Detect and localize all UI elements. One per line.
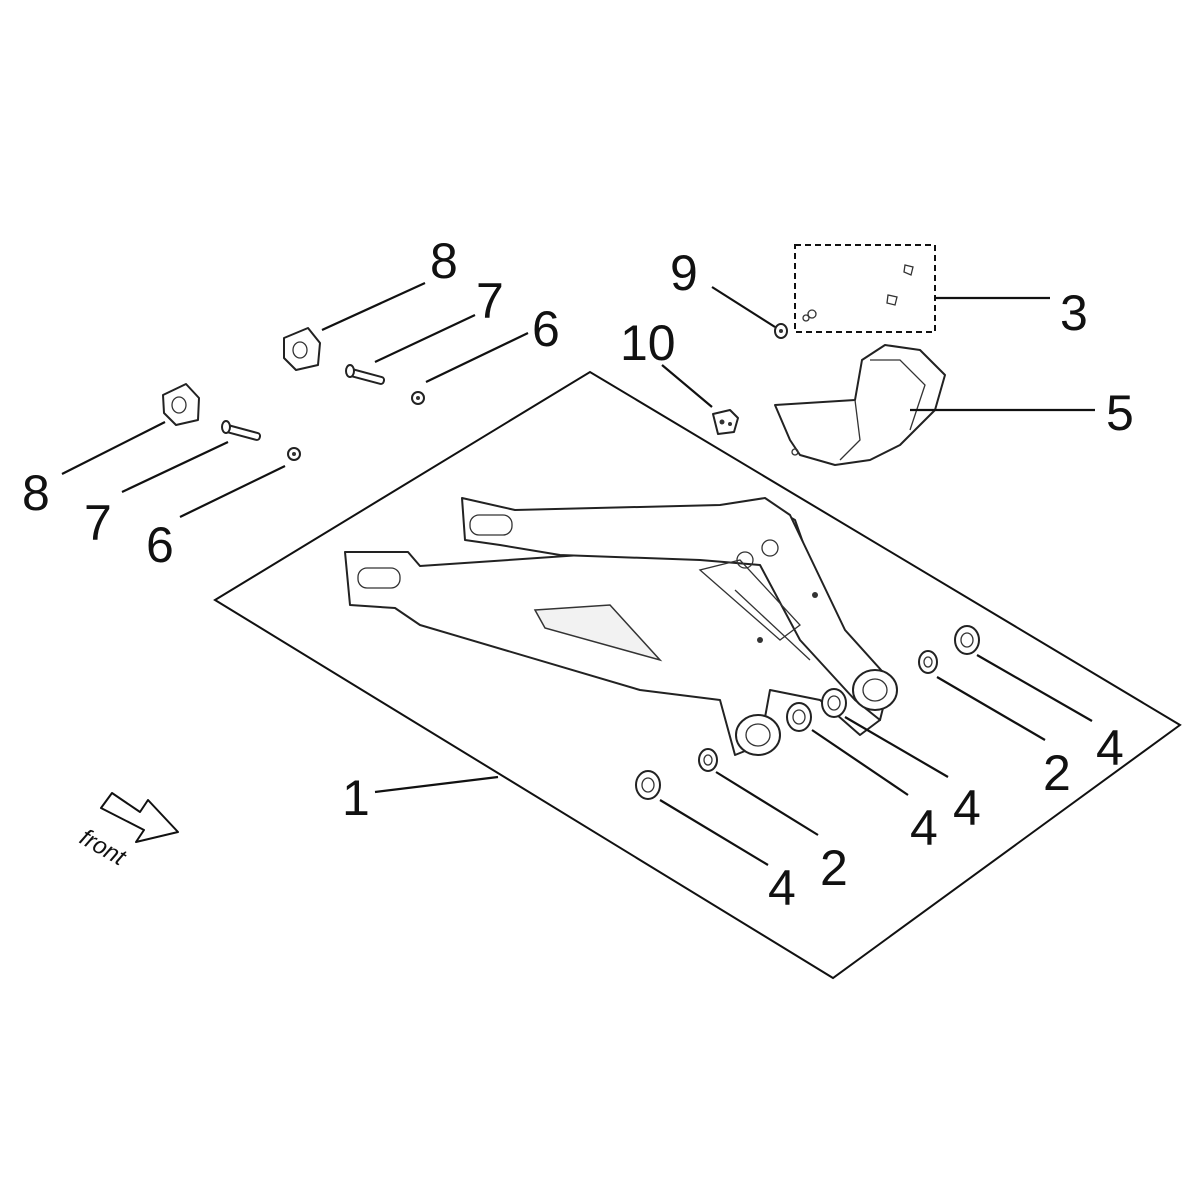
- bearing-part-4-a: [635, 770, 661, 800]
- slider-block-part-8-upper: [283, 327, 321, 371]
- washer-part-9: [774, 323, 788, 339]
- callout-4-d: 4: [1096, 720, 1124, 776]
- callout-2-a: 2: [820, 840, 848, 896]
- leader-2-a: [715, 771, 819, 836]
- bearing-part-4-d: [954, 625, 980, 655]
- callout-9: 9: [670, 245, 698, 301]
- callout-6-lower: 6: [146, 517, 174, 573]
- leader-4-a: [659, 799, 769, 866]
- callout-7-upper: 7: [476, 273, 504, 329]
- leader-8-upper: [321, 281, 426, 332]
- washer-part-2-b: [918, 650, 938, 674]
- clip-part-10: [712, 409, 739, 435]
- bolt-part-7-lower: [221, 420, 262, 441]
- bolt-kit-box: [794, 244, 936, 333]
- washer-part-2-a: [698, 748, 718, 772]
- bearing-part-4-c: [821, 688, 847, 718]
- front-direction-indicator: front: [75, 792, 179, 872]
- callout-8-upper: 8: [430, 233, 458, 289]
- callout-7-lower: 7: [84, 495, 112, 551]
- leader-4-c: [844, 716, 949, 778]
- leader-1: [374, 775, 499, 794]
- leader-7-upper: [374, 314, 476, 363]
- callout-5: 5: [1106, 385, 1134, 441]
- callout-3: 3: [1060, 285, 1088, 341]
- callout-8-lower: 8: [22, 465, 50, 521]
- callout-4-b: 4: [910, 800, 938, 856]
- leader-4-d: [976, 654, 1093, 722]
- leader-6-lower: [179, 465, 286, 518]
- leader-8-lower: [61, 421, 166, 475]
- front-label: front: [75, 824, 131, 872]
- chain-guard-part: [774, 344, 946, 466]
- leader-4-b: [811, 729, 909, 796]
- callout-4-a: 4: [768, 860, 796, 916]
- callout-4-c: 4: [953, 780, 981, 836]
- leader-2-b: [936, 676, 1046, 741]
- swingarm-part: [344, 497, 898, 756]
- leader-7-lower: [121, 441, 229, 493]
- nut-part-6-lower: [287, 447, 301, 461]
- nut-part-6-upper: [411, 391, 425, 405]
- leader-10: [661, 364, 713, 408]
- slider-block-part-8-lower: [162, 383, 200, 426]
- callout-2-b: 2: [1043, 745, 1071, 801]
- assembly-outline-frame: [213, 370, 1182, 980]
- leader-9: [711, 286, 776, 328]
- bolt-part-7-upper: [345, 364, 386, 385]
- front-arrow-icon: [100, 792, 179, 843]
- callout-6-upper: 6: [532, 301, 560, 357]
- callout-1: 1: [342, 770, 370, 826]
- callout-10: 10: [620, 315, 676, 371]
- bearing-part-4-b: [786, 702, 812, 732]
- leader-6-upper: [425, 332, 529, 383]
